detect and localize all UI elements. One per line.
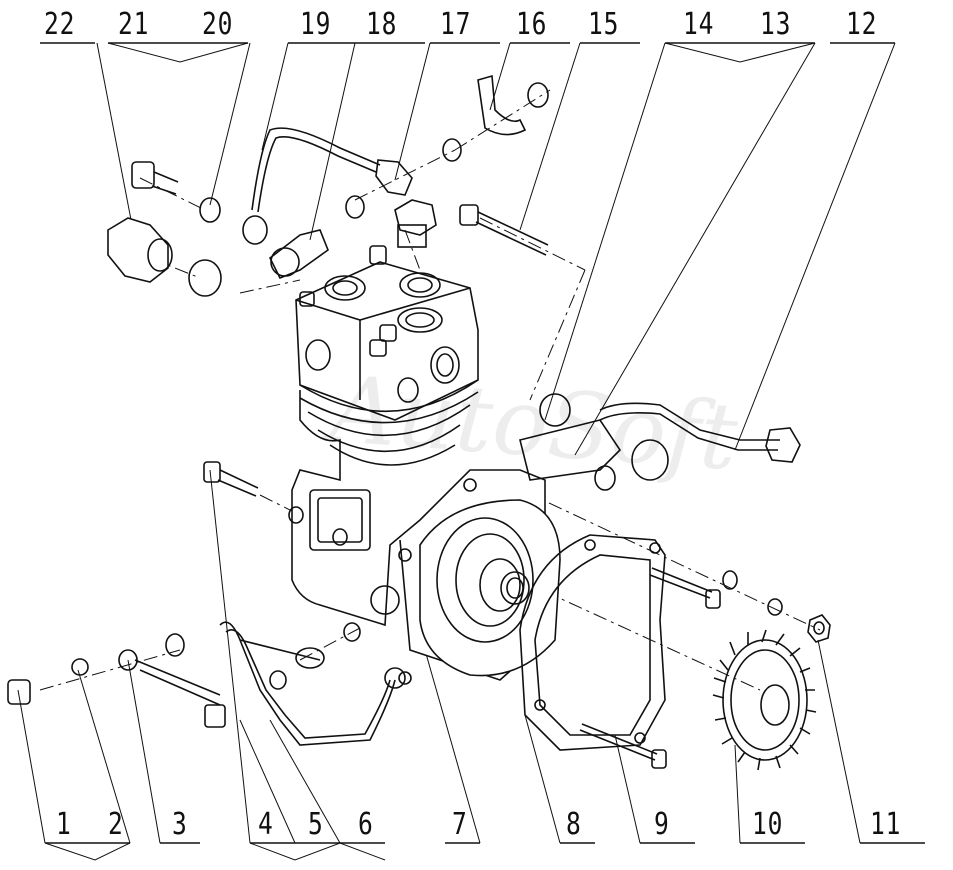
assembly-lines xyxy=(39,89,821,691)
bolts-and-fittings xyxy=(7,461,831,769)
callout-13: 13 xyxy=(760,7,792,42)
callout-7: 7 xyxy=(452,807,468,842)
callout-16: 16 xyxy=(516,7,548,42)
callout-1: 1 xyxy=(56,807,72,842)
top-callout-bars xyxy=(40,42,895,63)
callout-19: 19 xyxy=(300,7,332,42)
callout-8: 8 xyxy=(566,807,582,842)
callout-2: 2 xyxy=(108,807,124,842)
top-fittings xyxy=(107,74,801,491)
top-leaders xyxy=(96,42,896,456)
callout-14: 14 xyxy=(683,7,715,42)
callout-4: 4 xyxy=(258,807,274,842)
callout-21: 21 xyxy=(118,7,150,42)
callout-12: 12 xyxy=(846,7,878,42)
gasket xyxy=(519,534,666,751)
callout-15: 15 xyxy=(588,7,620,42)
drive-gear xyxy=(712,629,817,771)
callout-6: 6 xyxy=(358,807,374,842)
cylinder-head xyxy=(295,245,479,421)
callout-5: 5 xyxy=(308,807,324,842)
callout-3: 3 xyxy=(172,807,188,842)
callout-10: 10 xyxy=(752,807,784,842)
flange-housing xyxy=(419,499,561,677)
callout-17: 17 xyxy=(440,7,472,42)
callout-22: 22 xyxy=(44,7,76,42)
callout-20: 20 xyxy=(202,7,234,42)
callout-11: 11 xyxy=(870,807,902,842)
callout-18: 18 xyxy=(366,7,398,42)
bottom-callout-bars xyxy=(44,842,925,861)
callout-9: 9 xyxy=(654,807,670,842)
